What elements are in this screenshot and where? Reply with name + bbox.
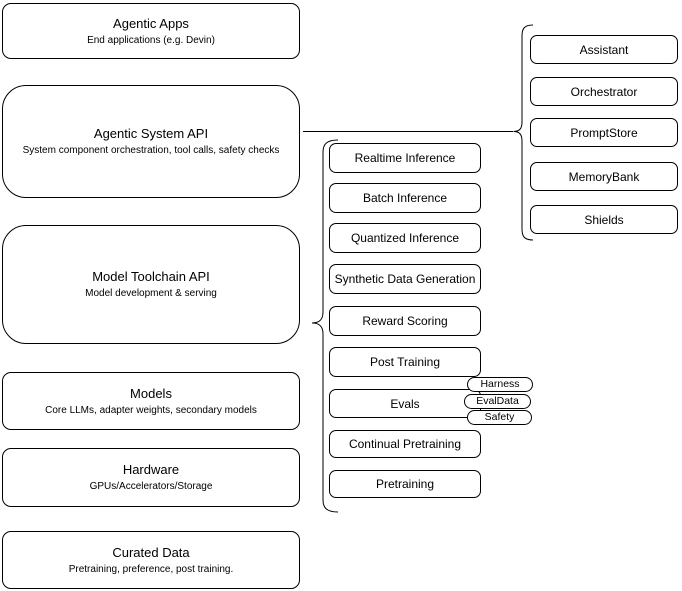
node-model-toolchain-api: Model Toolchain API Model development & … <box>2 225 300 344</box>
chip-reward-scoring: Reward Scoring <box>329 306 481 336</box>
node-agentic-system-api-subtitle: System component orchestration, tool cal… <box>22 145 280 156</box>
node-curated-data: Curated Data Pretraining, preference, po… <box>2 531 300 589</box>
node-agentic-system-api: Agentic System API System component orch… <box>2 85 300 198</box>
node-hardware: Hardware GPUs/Accelerators/Storage <box>2 448 300 507</box>
chip-realtime-inference: Realtime Inference <box>329 143 481 173</box>
chip-memorybank: MemoryBank <box>530 162 678 191</box>
node-model-toolchain-api-title: Model Toolchain API <box>92 269 210 284</box>
node-agentic-apps-title: Agentic Apps <box>113 15 189 31</box>
tag-safety: Safety <box>467 410 532 425</box>
chip-shields: Shields <box>530 205 678 234</box>
chip-pretraining: Pretraining <box>329 470 481 498</box>
node-curated-data-subtitle: Pretraining, preference, post training. <box>68 563 234 575</box>
node-curated-data-title: Curated Data <box>112 544 190 560</box>
chip-continual-pretraining: Continual Pretraining <box>329 430 481 458</box>
chip-synthetic-data-generation: Synthetic Data Generation <box>329 264 481 294</box>
node-models: Models Core LLMs, adapter weights, secon… <box>2 372 300 430</box>
chip-orchestrator: Orchestrator <box>530 77 678 106</box>
node-models-subtitle: Core LLMs, adapter weights, secondary mo… <box>45 404 257 416</box>
node-agentic-apps-subtitle: End applications (e.g. Devin) <box>87 34 215 46</box>
chip-evals: Evals <box>329 389 481 418</box>
node-agentic-system-api-title: Agentic System API <box>93 126 209 141</box>
chip-post-training: Post Training <box>329 347 481 377</box>
node-model-toolchain-api-subtitle: Model development & serving <box>85 288 217 299</box>
system-components-brace <box>513 24 534 241</box>
chip-assistant: Assistant <box>530 35 678 64</box>
tag-evaldata: EvalData <box>464 394 531 409</box>
chip-promptstore: PromptStore <box>530 118 678 147</box>
node-models-title: Models <box>130 385 172 401</box>
chip-batch-inference: Batch Inference <box>329 183 481 213</box>
chip-quantized-inference: Quantized Inference <box>329 223 481 253</box>
node-agentic-apps: Agentic Apps End applications (e.g. Devi… <box>2 3 300 59</box>
toolchain-brace <box>311 139 339 513</box>
node-hardware-subtitle: GPUs/Accelerators/Storage <box>89 481 213 492</box>
tag-harness: Harness <box>467 377 533 392</box>
node-hardware-title: Hardware <box>122 462 180 477</box>
